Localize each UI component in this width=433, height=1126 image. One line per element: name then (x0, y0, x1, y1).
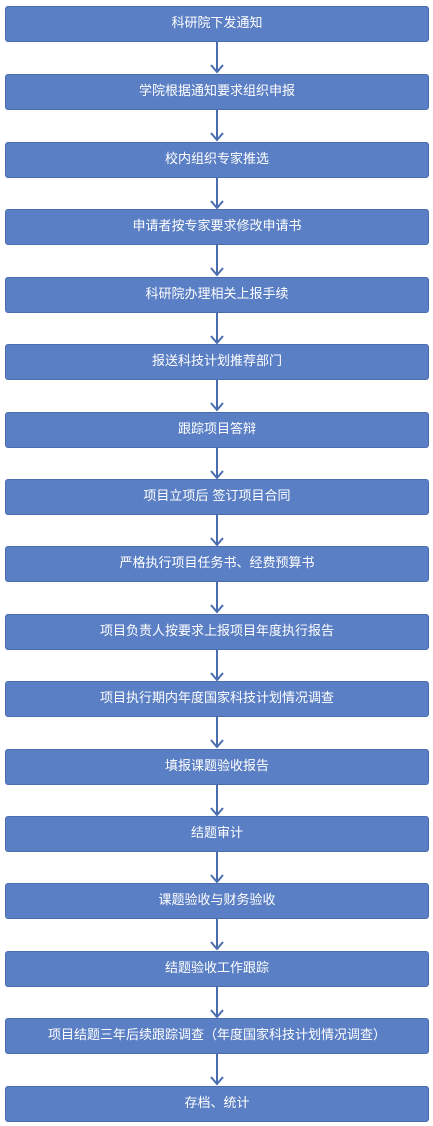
arrow-down-icon (209, 110, 225, 142)
arrow-down-icon (209, 785, 225, 817)
step-11-box: 项目执行期内年度国家科技计划情况调查 (5, 681, 429, 717)
arrow-down-icon (209, 582, 225, 614)
arrow-down-icon (209, 919, 225, 951)
arrow-down-icon (209, 987, 225, 1019)
arrow-down-icon (209, 380, 225, 412)
step-1-box: 科研院下发通知 (5, 6, 429, 42)
arrow-down-icon (209, 650, 225, 682)
arrow-down-icon (209, 42, 225, 74)
step-12-box: 填报课题验收报告 (5, 749, 429, 785)
step-5-box: 科研院办理相关上报手续 (5, 277, 429, 313)
step-2-box: 学院根据通知要求组织申报 (5, 74, 429, 110)
step-6-box: 报送科技计划推荐部门 (5, 344, 429, 380)
step-3-box: 校内组织专家推选 (5, 142, 429, 178)
arrow-down-icon (209, 313, 225, 345)
step-9-box: 严格执行项目任务书、经费预算书 (5, 546, 429, 582)
step-16-box: 项目结题三年后续跟踪调查（年度国家科技计划情况调查） (5, 1018, 429, 1054)
step-17-box: 存档、统计 (5, 1086, 429, 1122)
step-15-box: 结题验收工作跟踪 (5, 951, 429, 987)
step-10-box: 项目负责人按要求上报项目年度执行报告 (5, 614, 429, 650)
arrow-down-icon (209, 245, 225, 277)
step-8-box: 项目立项后 签订项目合同 (5, 479, 429, 515)
arrow-down-icon (209, 717, 225, 749)
step-14-box: 课题验收与财务验收 (5, 883, 429, 919)
arrow-down-icon (209, 178, 225, 210)
step-4-box: 申请者按专家要求修改申请书 (5, 209, 429, 245)
arrow-down-icon (209, 852, 225, 884)
arrow-down-icon (209, 1054, 225, 1086)
step-7-box: 跟踪项目答辩 (5, 412, 429, 448)
arrow-down-icon (209, 448, 225, 480)
arrow-down-icon (209, 515, 225, 547)
step-13-box: 结题审计 (5, 816, 429, 852)
